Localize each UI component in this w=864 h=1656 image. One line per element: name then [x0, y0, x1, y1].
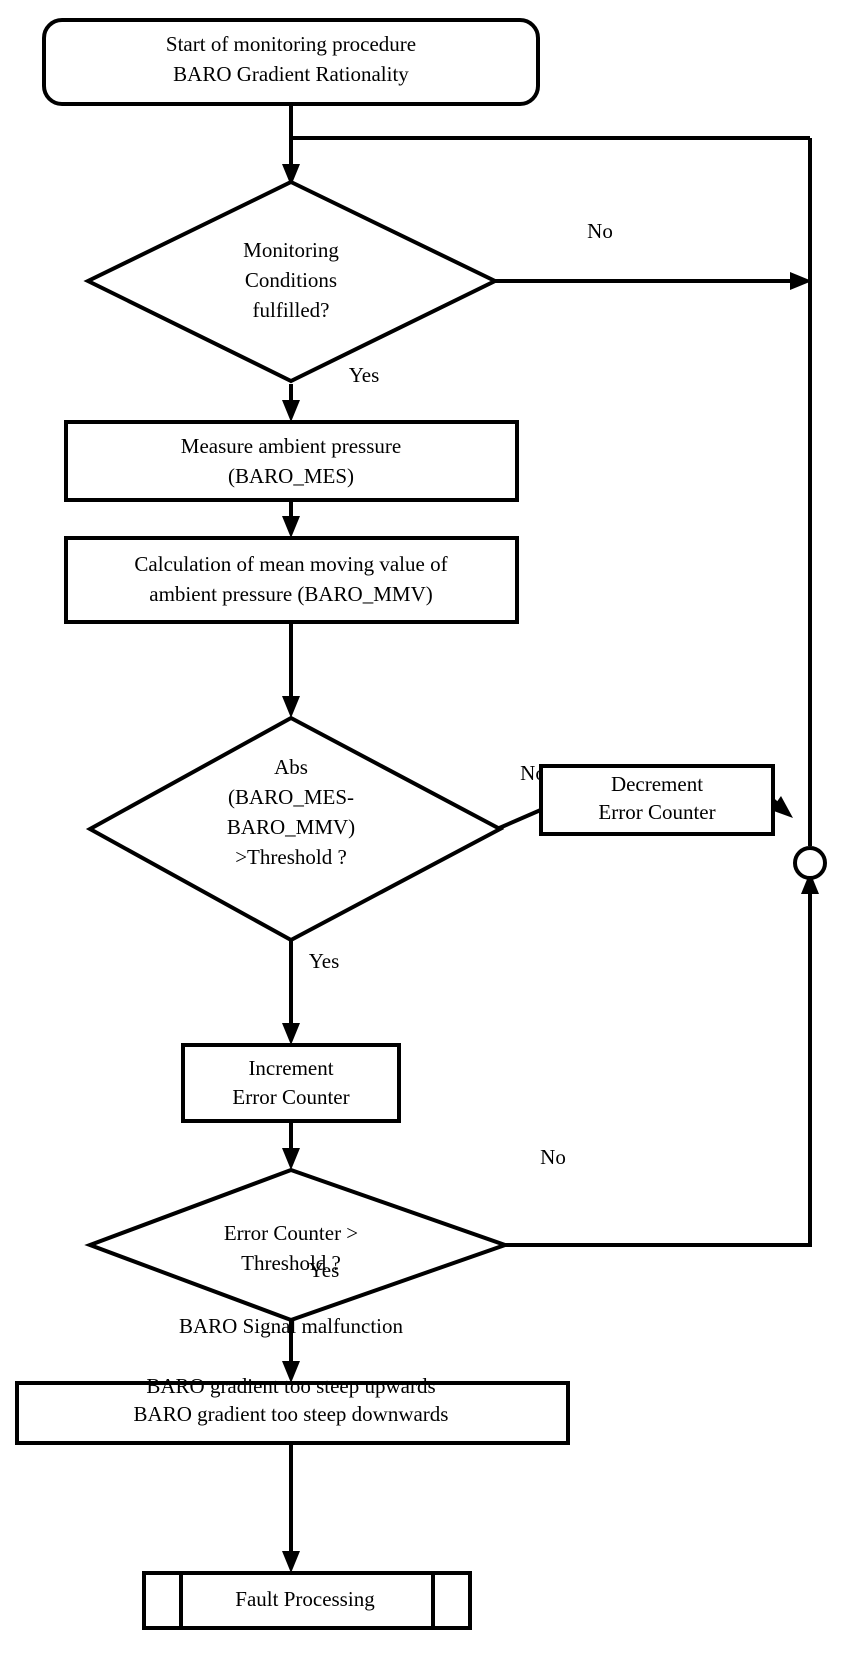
- arrowhead-into-threshold: [282, 696, 300, 718]
- node-merge-junction: [793, 846, 827, 880]
- node-increment-counter-line1: Increment: [248, 1056, 333, 1080]
- node-decision-conditions-line2: Conditions: [245, 268, 337, 292]
- node-calc-mmv-line1: Calculation of mean moving value of: [134, 552, 447, 576]
- arrowhead-counter-no-into-junction: [801, 872, 819, 894]
- node-decision-counter-line1: Error Counter >: [224, 1221, 358, 1245]
- arrowhead-into-increment: [282, 1023, 300, 1045]
- node-increment-counter: [181, 1043, 401, 1123]
- edge-label-threshold-yes: Yes: [309, 949, 340, 973]
- edge-counter-no: [505, 880, 812, 1247]
- arrowhead-conditions-no: [790, 272, 812, 290]
- node-measure-pressure-line1: Measure ambient pressure: [181, 434, 401, 458]
- node-decrement-counter-line2: Error Counter: [598, 800, 715, 824]
- node-increment-counter-line2: Error Counter: [232, 1085, 349, 1109]
- node-malfunction-line3: BARO gradient too steep downwards: [134, 1402, 449, 1426]
- node-malfunction: [15, 1381, 570, 1445]
- node-decrement-counter: [539, 764, 775, 836]
- node-decision-counter-line2: Threshold ?: [241, 1251, 341, 1275]
- node-measure-pressure-line2: (BARO_MES): [228, 464, 354, 488]
- node-decrement-counter-line1: Decrement: [611, 772, 703, 796]
- node-decision-threshold: [85, 715, 505, 943]
- arrowhead-into-malfunction: [282, 1361, 300, 1383]
- arrowhead-decrement-to-junction: [771, 796, 793, 818]
- node-start-line1: Start of monitoring procedure: [166, 32, 416, 56]
- node-decision-conditions-line3: fulfilled?: [253, 298, 330, 322]
- edge-label-conditions-no: No: [587, 219, 613, 243]
- edge-label-counter-yes: Yes: [309, 1258, 340, 1282]
- node-decision-conditions: [83, 179, 500, 384]
- node-start: [42, 18, 540, 106]
- node-calc-mmv: [64, 536, 519, 624]
- node-decision-threshold-line1: Abs: [274, 755, 308, 779]
- arrowhead-into-measure: [282, 400, 300, 422]
- node-decision-threshold-line4: >Threshold ?: [235, 845, 347, 869]
- arrowhead-into-conditions: [282, 164, 300, 186]
- node-malfunction-line2: BARO gradient too steep upwards: [146, 1374, 435, 1398]
- node-decision-threshold-line3: BARO_MMV): [227, 815, 355, 839]
- node-start-line2: BARO Gradient Rationality: [173, 62, 409, 86]
- edge-label-conditions-yes: Yes: [349, 363, 380, 387]
- node-calc-mmv-line2: ambient pressure (BARO_MMV): [149, 582, 432, 606]
- node-decision-threshold-line2: (BARO_MES-: [228, 785, 354, 809]
- node-fault-processing-label: Fault Processing: [235, 1587, 375, 1611]
- node-decision-counter: [84, 1167, 512, 1323]
- node-decision-conditions-line1: Monitoring: [243, 238, 339, 262]
- node-fault-processing: [142, 1571, 472, 1630]
- arrowhead-into-fault-processing: [282, 1551, 300, 1573]
- arrowhead-into-counter: [282, 1148, 300, 1170]
- node-malfunction-line1: BARO Signal malfunction: [179, 1314, 403, 1338]
- arrowhead-into-calc: [282, 516, 300, 538]
- node-measure-pressure: [64, 420, 519, 502]
- edge-label-counter-no: No: [540, 1145, 566, 1169]
